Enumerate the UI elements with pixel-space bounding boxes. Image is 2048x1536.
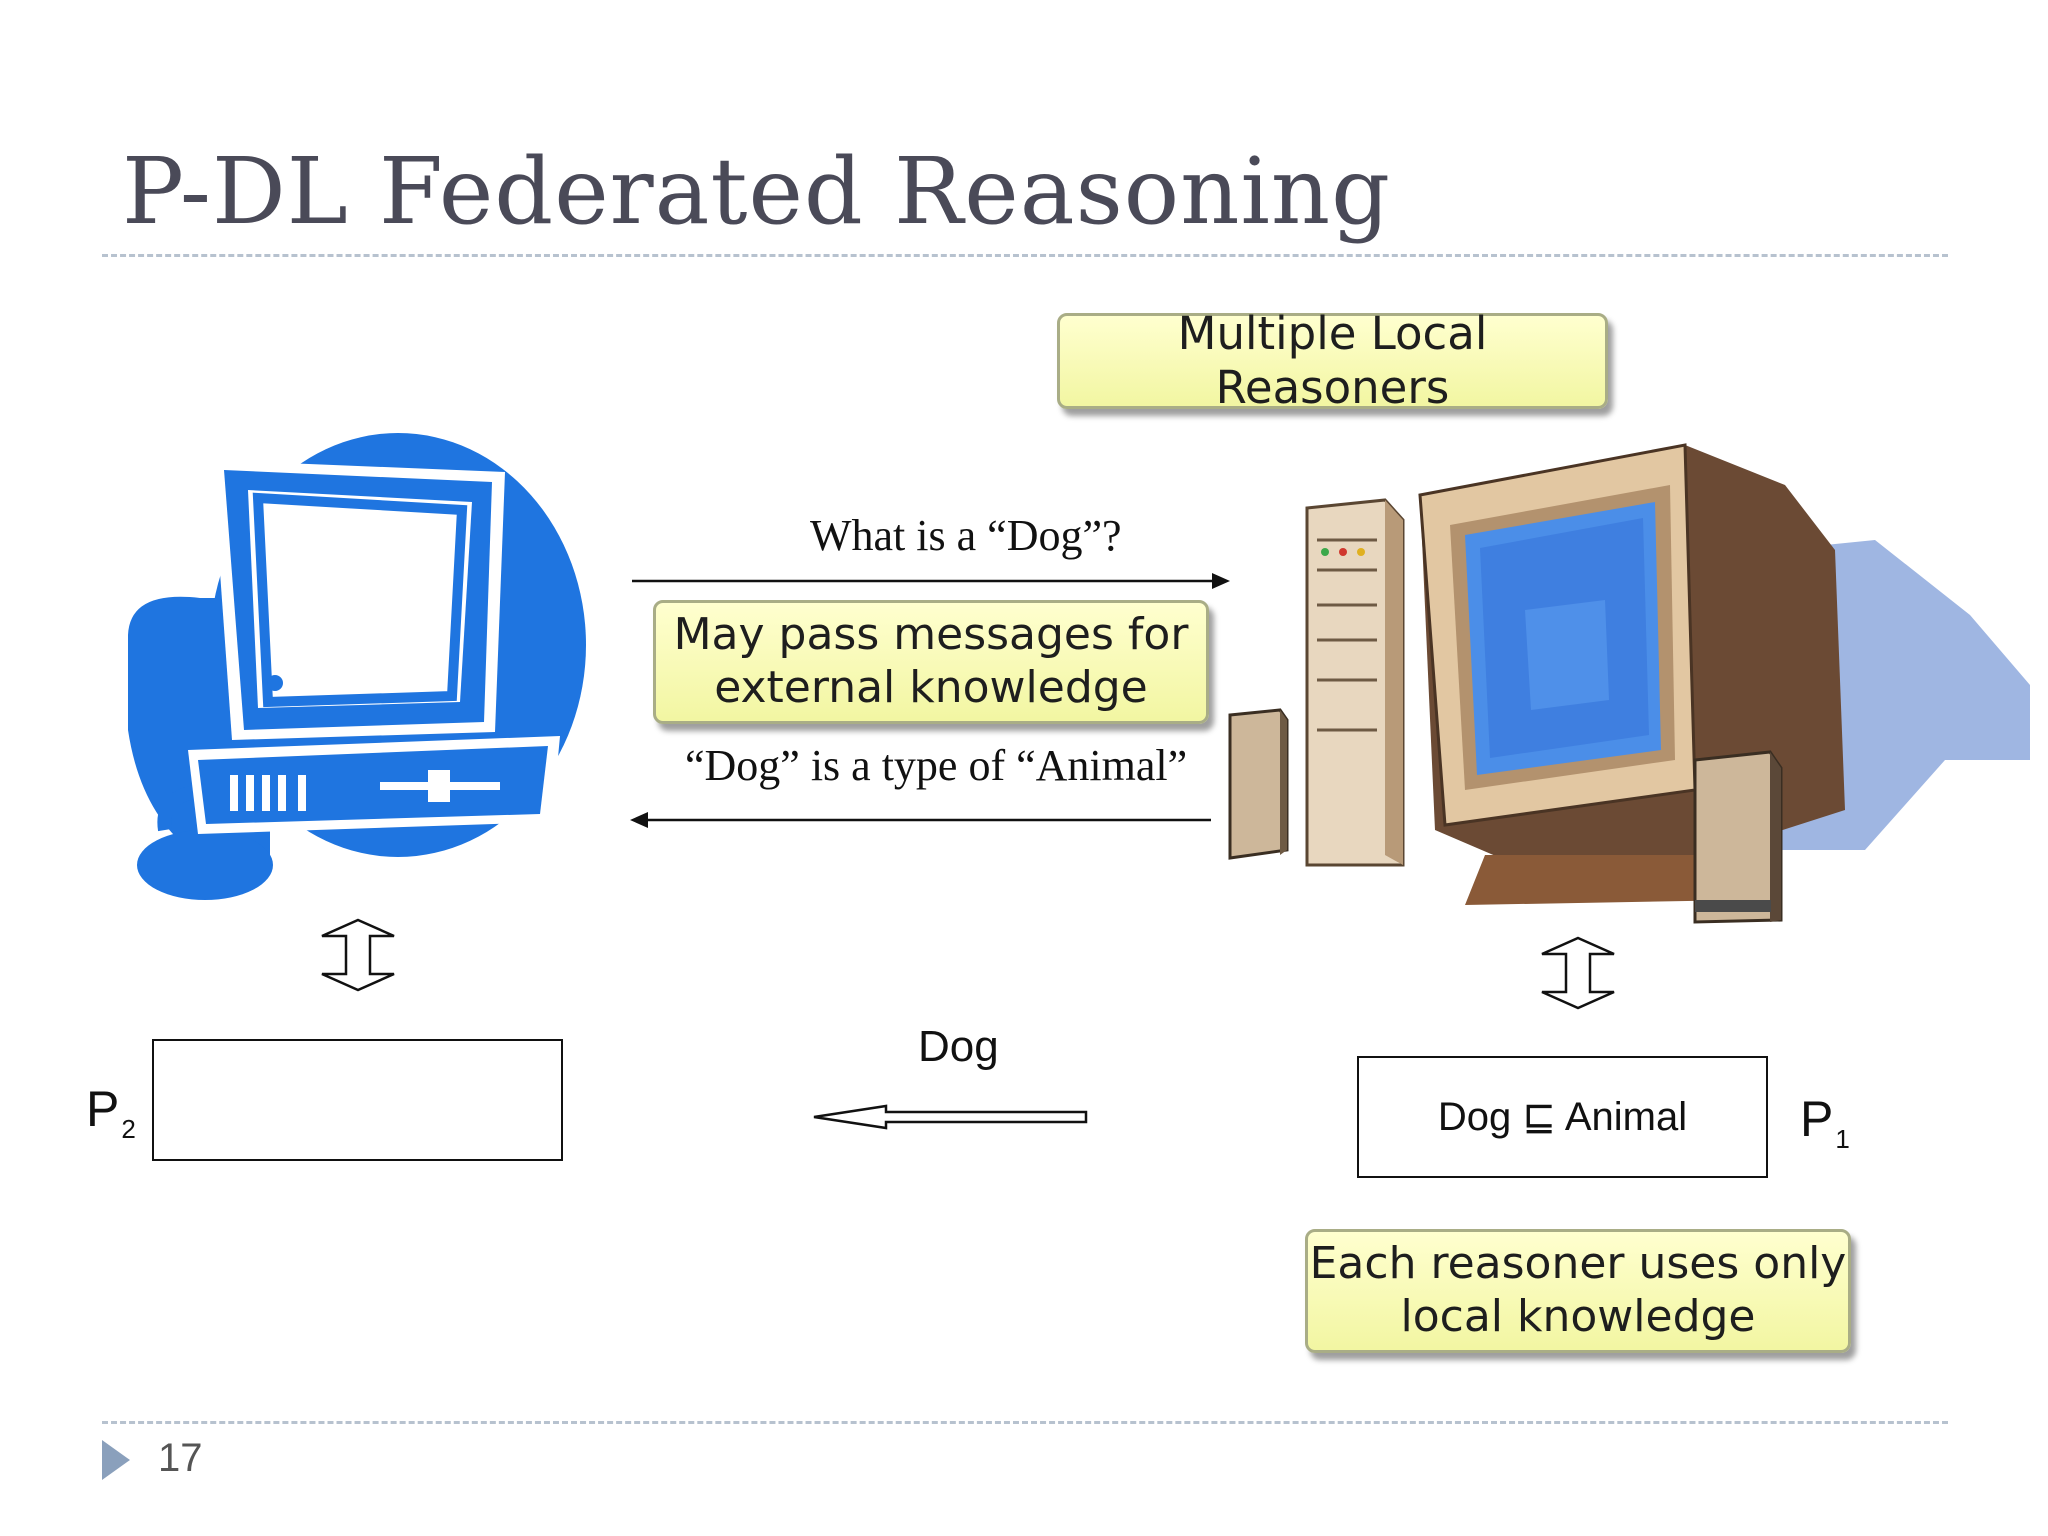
package-p1-axiom: Dog ⊑ Animal	[1437, 1095, 1688, 1139]
package-p2-subscript: 2	[121, 1114, 136, 1144]
query-message: What is a “Dog”?	[810, 511, 1122, 560]
callout-pass-messages: May pass messages for external knowledge	[653, 600, 1209, 724]
transfer-arrow	[813, 1104, 1088, 1130]
slide-title: P-DL Federated Reasoning	[122, 138, 1392, 245]
answer-arrow	[630, 812, 1211, 828]
package-p2-letter: P	[86, 1081, 120, 1137]
title-divider	[102, 254, 1948, 257]
query-arrow	[632, 573, 1230, 589]
package-p1-box: Dog ⊑ Animal	[1357, 1056, 1768, 1178]
slide-number: 17	[158, 1436, 203, 1480]
package-p1-subscript: 1	[1835, 1124, 1850, 1154]
callout-pass-messages-line2: external knowledge	[714, 662, 1148, 713]
left-computer-icon	[120, 430, 600, 910]
callout-pass-messages-line1: May pass messages for	[673, 609, 1189, 661]
callout-local-knowledge-line1: Each reasoner uses only	[1309, 1238, 1847, 1290]
footer-divider	[102, 1421, 1948, 1424]
package-p2-label: P2	[86, 1080, 136, 1145]
package-p2-box	[152, 1039, 563, 1161]
left-bidirectional-arrow	[321, 918, 395, 992]
package-p1-label: P1	[1800, 1090, 1850, 1155]
callout-multiple-reasoners: Multiple Local Reasoners	[1057, 307, 1608, 414]
right-computer-icon	[1225, 430, 2035, 930]
callout-multiple-reasoners-text: Multiple Local Reasoners	[1177, 307, 1488, 414]
callout-local-knowledge: Each reasoner uses only local knowledge	[1305, 1229, 1851, 1353]
triangle-bullet-icon	[102, 1440, 130, 1480]
right-bidirectional-arrow	[1541, 936, 1615, 1010]
callout-local-knowledge-line2: local knowledge	[1400, 1291, 1756, 1342]
answer-message: “Dog” is a type of “Animal”	[685, 741, 1188, 790]
transfer-term: Dog	[918, 1022, 999, 1071]
package-p1-letter: P	[1800, 1091, 1834, 1147]
